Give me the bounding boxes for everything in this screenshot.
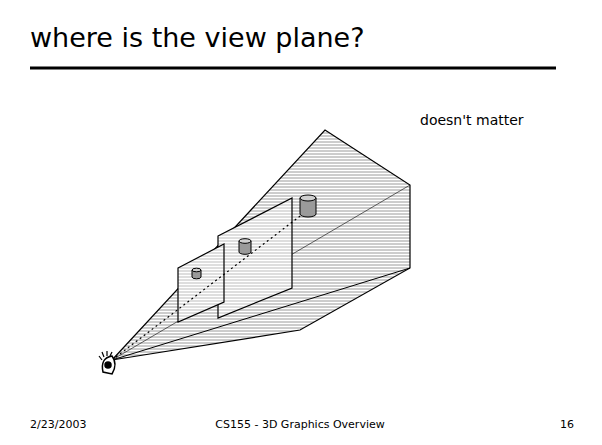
annotation: doesn't matter (420, 112, 524, 128)
projection-ray (112, 210, 308, 360)
slide-title: where is the view plane? (30, 22, 365, 53)
view-plane (178, 244, 224, 322)
view-plane (218, 198, 292, 318)
footer-date: 2/23/2003 (30, 418, 86, 431)
frustum-edge (112, 185, 410, 360)
view-frustum (112, 130, 410, 360)
cylinder (239, 239, 251, 255)
eye-icon (99, 351, 115, 374)
cylinder (300, 195, 316, 217)
page-number: 16 (560, 418, 574, 431)
title-rule (30, 67, 556, 70)
footer-course: CS155 - 3D Graphics Overview (215, 418, 384, 431)
cylinder (192, 268, 201, 279)
